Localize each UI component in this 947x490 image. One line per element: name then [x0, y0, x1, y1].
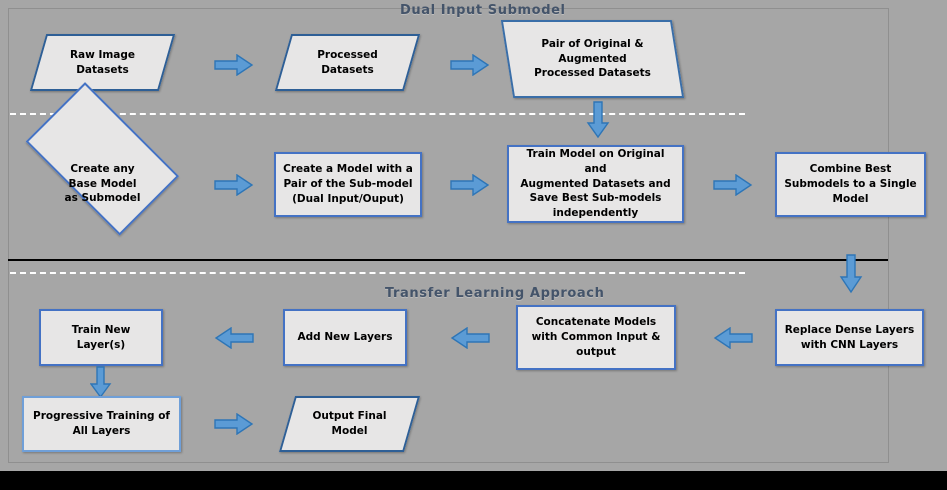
dashed-separator-row3 [10, 272, 745, 274]
frame-bottom-line [8, 462, 889, 463]
section-divider [8, 259, 888, 261]
arrow-add-to-trainnew [214, 327, 254, 349]
section-title-transfer-learning: Transfer Learning Approach [385, 286, 605, 301]
section-title-dual-input: Dual Input Submodel [400, 3, 566, 18]
arrow-trainnew-down [90, 366, 112, 399]
arrow-train-to-combine [713, 174, 753, 196]
arrow-combine-down [838, 254, 864, 294]
arrow-concat-to-add [450, 327, 490, 349]
shape-diamond [25, 82, 180, 236]
node-add-new-layers[interactable]: Add New Layers [283, 309, 407, 366]
arrow-raw-to-processed [214, 54, 254, 76]
arrow-pair-down [586, 101, 610, 139]
frame-top-line [8, 8, 889, 9]
frame-left-line [8, 8, 9, 463]
arrow-processed-to-pair [450, 54, 490, 76]
node-label: Add New Layers [297, 331, 393, 344]
arrow-replace-to-concat [713, 327, 753, 349]
frame-right-line [888, 8, 889, 463]
arrow-progressive-to-output [214, 413, 254, 435]
arrow-create-to-train [450, 174, 490, 196]
dashed-separator-row1 [10, 113, 745, 115]
arrow-base-to-create [214, 174, 254, 196]
